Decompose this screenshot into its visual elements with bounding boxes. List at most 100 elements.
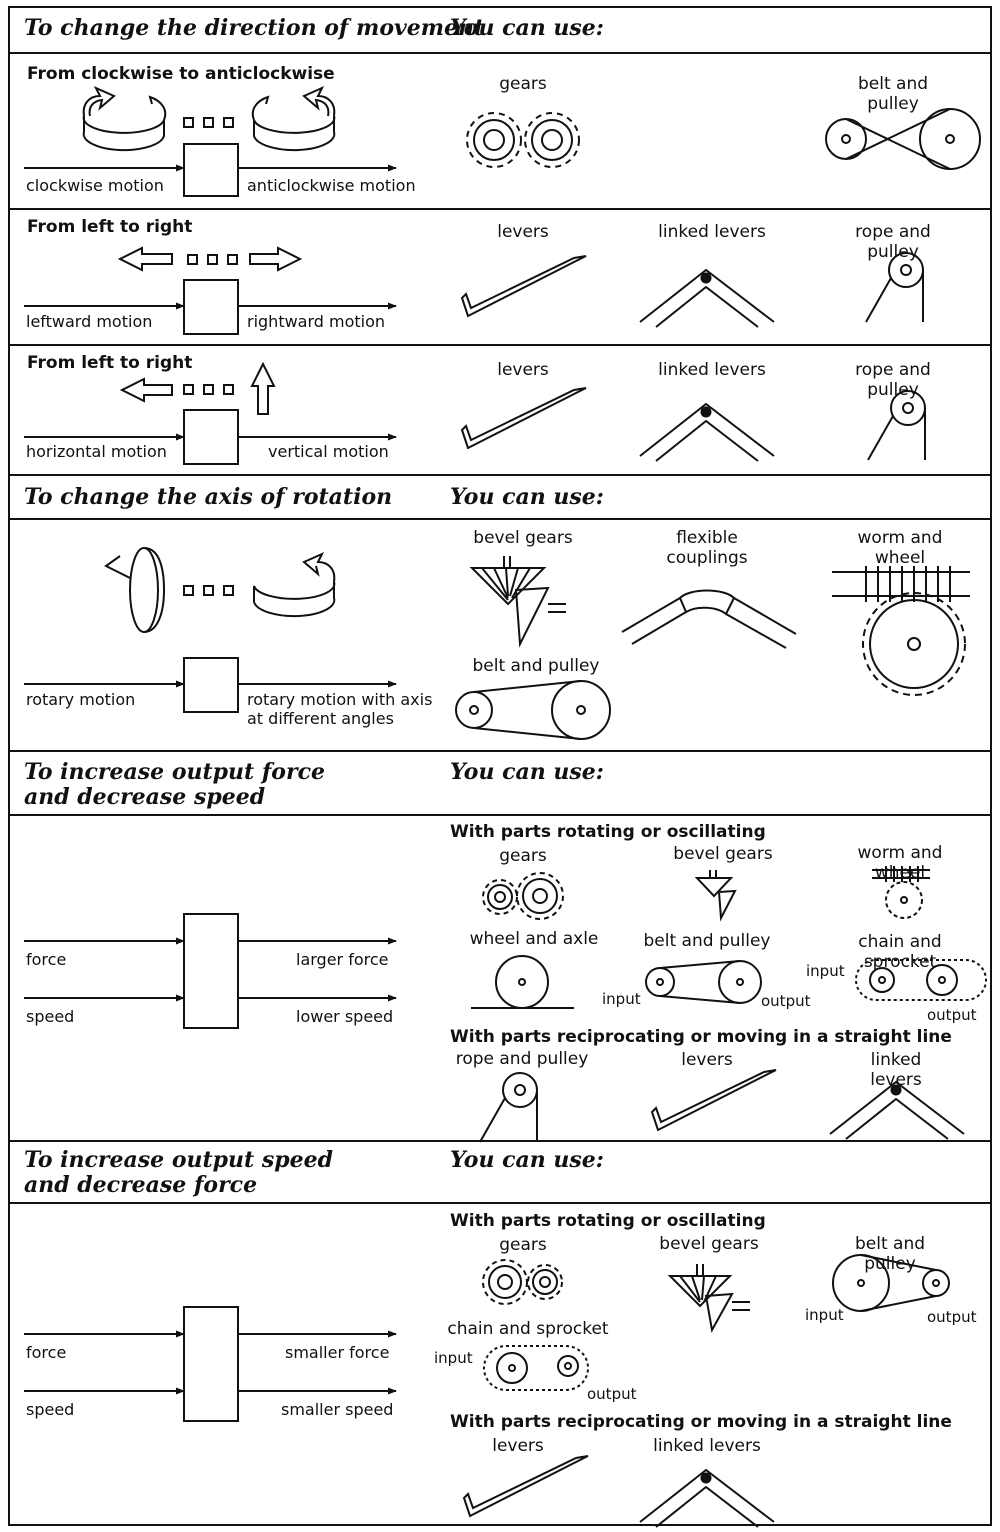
output-label: larger force (296, 950, 389, 969)
input-label: rotary motion (26, 690, 136, 709)
process-box (184, 144, 238, 196)
io-label: output (927, 1308, 977, 1326)
input-label: speed (26, 1400, 75, 1419)
mechanism-label: gears (499, 74, 547, 94)
mechanism-label: gears (499, 846, 547, 866)
section-title-speed: To increase output speed and decrease fo… (24, 1147, 333, 1198)
mechanism-label: belt and pulley (643, 931, 771, 951)
mechanism-label: chain and sprocket (447, 1319, 609, 1339)
output-label: vertical motion (268, 442, 389, 461)
chain-sprocket-icon (856, 960, 986, 1000)
lever-icon (461, 387, 587, 449)
linked-levers-icon (639, 1469, 775, 1528)
divider (8, 474, 992, 476)
belt-pulley-icon (833, 1255, 949, 1311)
chart-frame (8, 6, 992, 1526)
divider (8, 518, 992, 520)
output-label: anticlockwise motion (247, 176, 416, 195)
row-subtitle-hv: From left to right (27, 353, 193, 373)
left-arrow-icon (120, 248, 172, 270)
group-label: With parts rotating or oscillating (450, 822, 766, 842)
mechanism-label: worm and wheel (857, 528, 943, 568)
output-label: smaller speed (281, 1400, 394, 1419)
use-label: You can use: (450, 484, 604, 510)
process-box (184, 410, 238, 464)
row-subtitle-cw: From clockwise to anticlockwise (27, 64, 335, 84)
chain-sprocket-icon (484, 1346, 588, 1390)
use-label: You can use: (450, 759, 604, 785)
worm-wheel-icon (872, 866, 930, 918)
rope-pulley-icon (867, 390, 926, 461)
process-dots (183, 117, 234, 128)
linked-levers-icon (639, 403, 775, 462)
divider (8, 208, 992, 210)
io-label: output (927, 1006, 977, 1024)
group-label: With parts rotating or oscillating (450, 1211, 766, 1231)
vertical-axis-arrow-icon (106, 548, 164, 632)
mechanism-label: rope and pulley (855, 222, 931, 262)
bevel-gears-icon (472, 556, 566, 644)
input-label: force (26, 950, 67, 969)
mechanism-label: bevel gears (473, 528, 573, 548)
mechanism-label: linked levers (653, 1436, 761, 1456)
io-label: input (806, 962, 845, 980)
divider (8, 1202, 992, 1204)
crossed-belt-pulley-icon (826, 109, 980, 169)
gear-icon (483, 873, 563, 919)
divider (8, 52, 992, 54)
mechanism-label: linked levers (870, 1050, 922, 1090)
output-label: rightward motion (247, 312, 386, 331)
mechanism-label: rope and pulley (455, 1049, 589, 1069)
mechanism-label: flexible couplings (666, 528, 748, 568)
divider (8, 1140, 992, 1142)
process-box (184, 658, 238, 712)
io-label: output (761, 992, 811, 1010)
gear-icon (525, 113, 579, 167)
worm-wheel-icon (832, 566, 970, 695)
mechanism-label: linked levers (658, 360, 766, 380)
mechanism-label: belt and pulley (472, 656, 600, 676)
linked-levers-icon (639, 269, 775, 328)
bevel-gears-icon (670, 1264, 750, 1330)
gear-icon (467, 113, 521, 167)
mechanism-label: levers (681, 1050, 733, 1070)
mechanism-label: chain and sprocket (858, 932, 942, 972)
section-title-force: To increase output force and decrease sp… (24, 759, 325, 810)
horizontal-axis-arrow-icon (254, 554, 334, 616)
rope-pulley-icon (479, 1072, 538, 1143)
process-dots (183, 585, 234, 596)
mechanism-label: levers (497, 222, 549, 242)
lever-icon (651, 1069, 777, 1131)
gear-icon (483, 1260, 562, 1304)
process-box (184, 914, 238, 1028)
left-arrow-icon (122, 379, 172, 401)
input-label: clockwise motion (26, 176, 164, 195)
input-label: leftward motion (26, 312, 153, 331)
rope-pulley-icon (865, 252, 924, 323)
io-label: input (434, 1349, 473, 1367)
right-arrow-icon (250, 248, 300, 270)
lever-icon (463, 1455, 589, 1517)
group-label: With parts reciprocating or moving in a … (450, 1027, 952, 1047)
output-label: rotary motion with axis at different ang… (247, 690, 433, 728)
mechanism-label: bevel gears (659, 1234, 759, 1254)
io-label: input (805, 1306, 844, 1324)
section-title-axis: To change the axis of rotation (24, 484, 393, 510)
use-label: You can use: (450, 15, 604, 41)
linked-levers-icon (829, 1081, 965, 1140)
process-dots (183, 384, 234, 395)
row-subtitle-lr: From left to right (27, 217, 193, 237)
flexible-coupling-icon (622, 591, 796, 649)
process-box (184, 280, 238, 334)
io-label: output (587, 1385, 637, 1403)
mechanism-label: levers (497, 360, 549, 380)
mechanism-label: levers (492, 1436, 544, 1456)
process-dots (187, 254, 238, 265)
mechanism-label: wheel and axle (469, 929, 599, 949)
group-label: With parts reciprocating or moving in a … (450, 1412, 952, 1432)
divider (8, 814, 992, 816)
io-label: input (602, 990, 641, 1008)
output-label: smaller force (285, 1343, 390, 1362)
bevel-gears-icon (697, 870, 735, 918)
